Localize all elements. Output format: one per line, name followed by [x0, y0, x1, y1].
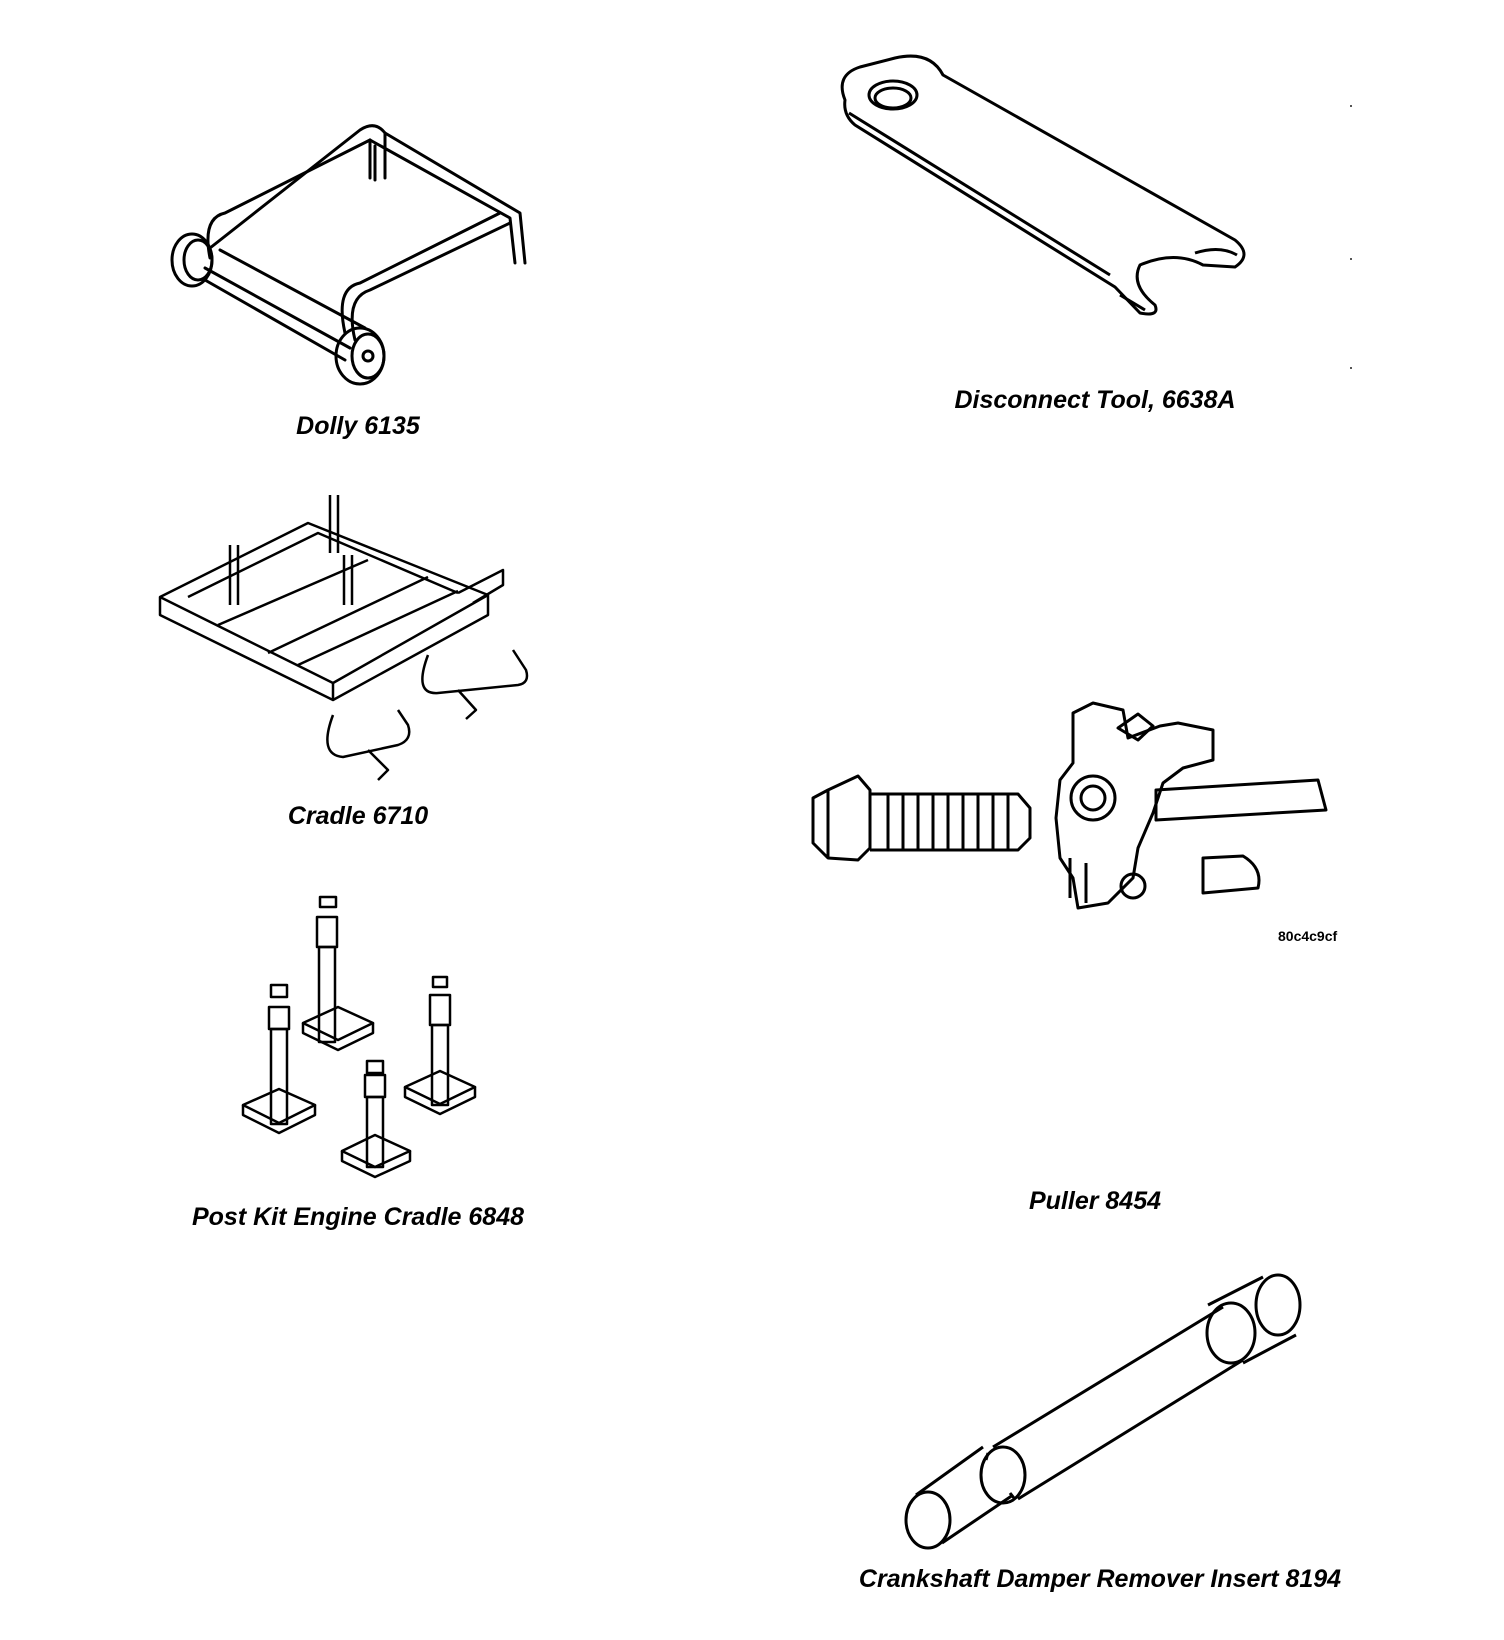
- puller-illustration: [808, 698, 1348, 958]
- post-kit-illustration: [235, 895, 495, 1180]
- crankshaft-insert-caption: Crankshaft Damper Remover Insert 8194: [858, 1565, 1342, 1593]
- puller-caption: Puller 8454: [1028, 1187, 1162, 1215]
- dolly-caption: Dolly 6135: [296, 412, 420, 440]
- crankshaft-insert-illustration: [898, 1273, 1308, 1555]
- cradle-illustration: [158, 495, 558, 795]
- disconnect-tool-illustration: [835, 54, 1275, 320]
- post-kit-caption: Post Kit Engine Cradle 6848: [191, 1203, 525, 1231]
- disconnect-tool-caption: Disconnect Tool, 6638A: [954, 386, 1236, 414]
- figure-code: 80c4c9cf: [1278, 928, 1338, 944]
- dolly-illustration: [170, 118, 550, 398]
- cradle-caption: Cradle 6710: [287, 802, 429, 830]
